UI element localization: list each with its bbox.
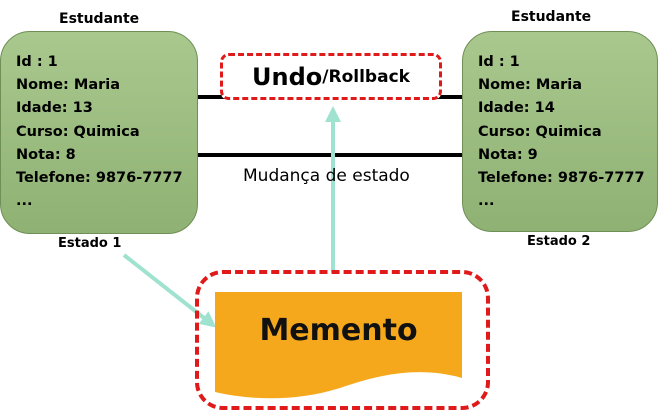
state1-box: Id : 1 Nome: Maria Idade: 13 Curso: Quim… <box>0 31 198 234</box>
state1-title: Estudante <box>59 11 140 27</box>
state1-caption: Estado 1 <box>58 236 122 251</box>
memento-frame <box>195 270 490 410</box>
undo-rollback-box: Undo/Rollback <box>220 53 442 100</box>
rollback-label: /Rollback <box>322 66 410 87</box>
attr-line: ... <box>16 193 33 210</box>
state2-title: Estudante <box>511 9 592 25</box>
attr-line: Telefone: 9876-7777 <box>478 170 645 187</box>
attr-line: Nome: Maria <box>16 77 121 94</box>
state1-attributes: Id : 1 Nome: Maria Idade: 13 Curso: Quim… <box>16 51 183 213</box>
attr-line: Idade: 14 <box>478 100 555 117</box>
attr-line: Nota: 8 <box>16 146 76 163</box>
state2-caption: Estado 2 <box>527 234 591 249</box>
memento-label: Memento <box>259 313 418 348</box>
state2-box: Id : 1 Nome: Maria Idade: 14 Curso: Quim… <box>462 31 658 232</box>
attr-line: Id : 1 <box>478 54 520 70</box>
attr-line: Curso: Quimica <box>478 123 602 140</box>
undo-label: Undo <box>252 62 323 91</box>
attr-line: Idade: 13 <box>16 100 93 117</box>
attr-line: Curso: Quimica <box>16 123 140 140</box>
state-change-label: Mudança de estado <box>243 166 410 186</box>
attr-line: Nota: 9 <box>478 146 538 163</box>
state2-attributes: Id : 1 Nome: Maria Idade: 14 Curso: Quim… <box>478 51 645 213</box>
attr-line: Nome: Maria <box>478 77 583 94</box>
attr-line: Telefone: 9876-7777 <box>16 170 183 187</box>
attr-line: ... <box>478 193 495 210</box>
attr-line: Id : 1 <box>16 54 58 70</box>
